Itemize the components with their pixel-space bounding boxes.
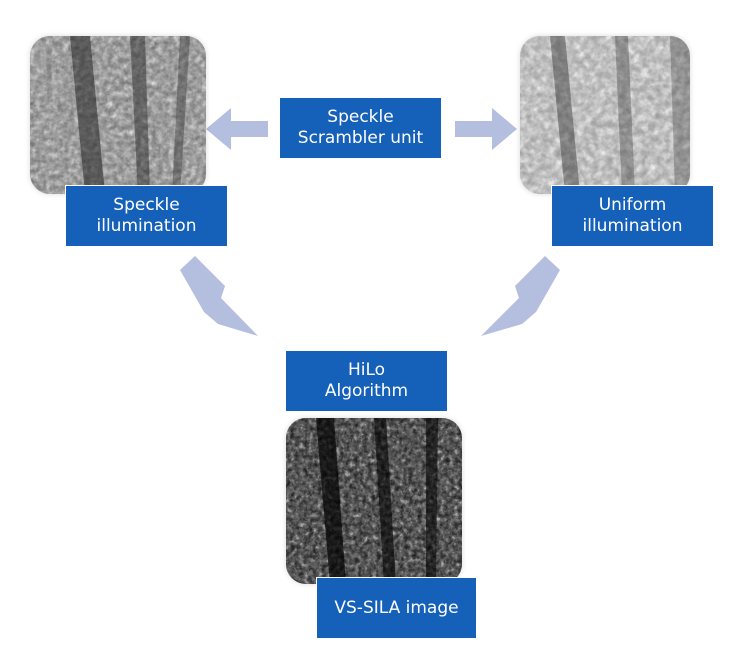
uniform-illumination-box: Uniform illumination xyxy=(551,185,714,247)
uniform-illumination-image xyxy=(520,36,690,194)
arrow-scrambler-to-uniform xyxy=(455,108,517,150)
arrow-uniform-to-hilo xyxy=(481,256,560,336)
speckle-illumination-label: Speckle illumination xyxy=(96,195,197,236)
vs-sila-image-box: VS-SILA image xyxy=(316,577,477,639)
vs-sila-image xyxy=(286,418,462,584)
uniform-microscopy-image-icon xyxy=(520,36,690,194)
speckle-microscopy-image-icon xyxy=(30,36,206,194)
hilo-algorithm-box: HiLo Algorithm xyxy=(285,350,448,412)
speckle-illumination-image xyxy=(30,36,206,194)
hilo-algorithm-label: HiLo Algorithm xyxy=(324,360,409,401)
vs-sila-microscopy-image-icon xyxy=(286,418,462,584)
speckle-illumination-box: Speckle illumination xyxy=(65,185,228,247)
vs-sila-image-label: VS-SILA image xyxy=(334,597,459,618)
arrow-scrambler-to-speckle xyxy=(206,108,268,150)
uniform-illumination-label: Uniform illumination xyxy=(582,195,683,236)
speckle-scrambler-unit-box: Speckle Scrambler unit xyxy=(279,97,442,159)
arrow-speckle-to-hilo xyxy=(180,256,258,336)
speckle-scrambler-unit-label: Speckle Scrambler unit xyxy=(297,107,424,148)
